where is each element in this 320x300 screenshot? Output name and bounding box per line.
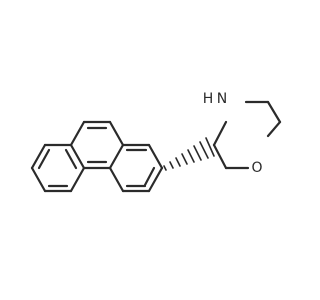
anthracene-ring-left <box>30 143 86 193</box>
structure-diagram: N H O <box>30 91 282 193</box>
oxygen-label: O <box>251 160 262 176</box>
morpholine-ring <box>212 100 282 170</box>
anthracene-ring-right <box>108 143 164 193</box>
stereo-hashed-wedge <box>163 137 215 171</box>
anthracene-ring-middle <box>69 120 125 170</box>
nitrogen-label: N <box>217 91 227 107</box>
atom-label-nh: N H <box>203 91 228 107</box>
hydrogen-label: H <box>203 91 214 107</box>
